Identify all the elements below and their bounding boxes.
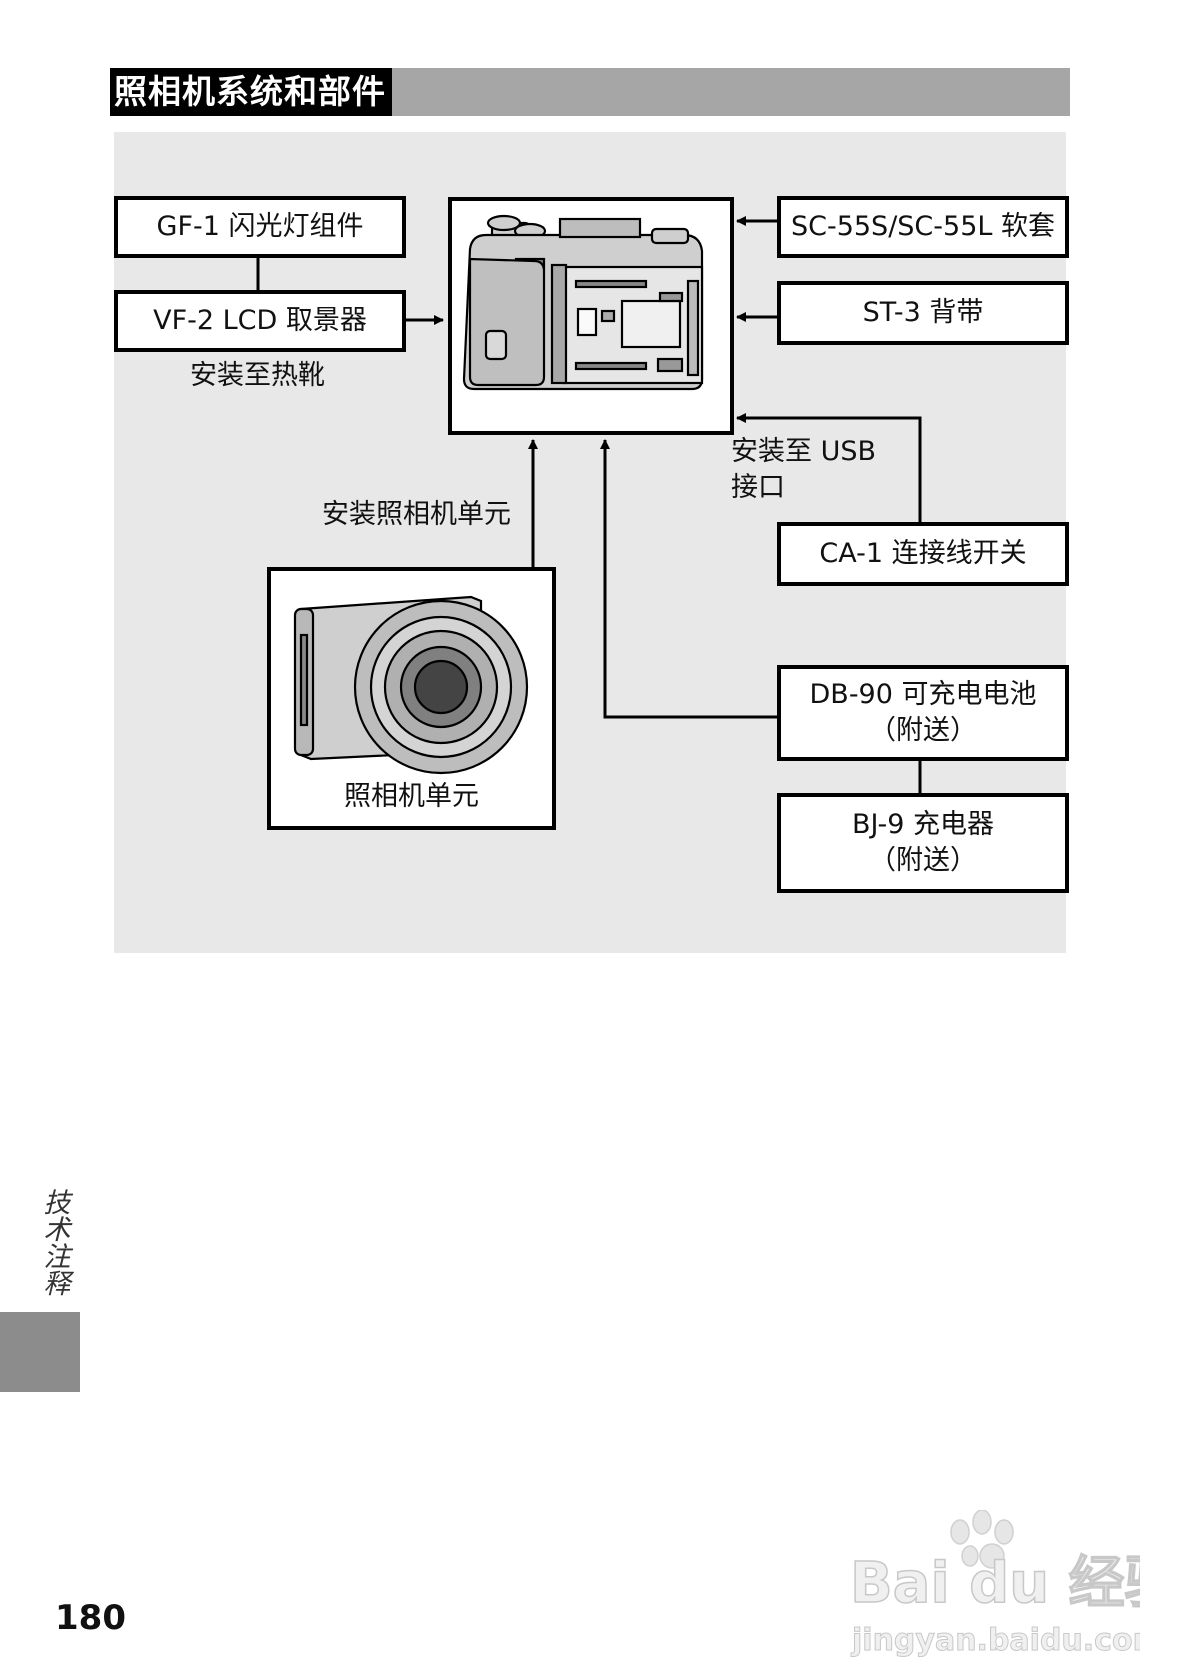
bj9-charger-box: BJ-9 充电器 （附送）	[777, 793, 1069, 893]
vf2-viewfinder-box: VF-2 LCD 取景器	[114, 290, 406, 352]
bj9-included: （附送）	[869, 845, 977, 876]
camera-unit-caption: 照相机单元	[344, 781, 479, 812]
db90-battery-box: DB-90 可充电电池 （附送）	[777, 665, 1069, 761]
camera-unit-icon	[293, 595, 529, 775]
ca1-arrow	[736, 413, 922, 522]
usb-note-line2: 接口	[731, 472, 785, 503]
section-title: 照相机系统和部件	[110, 68, 392, 116]
st3-strap-box: ST-3 背带	[777, 281, 1069, 345]
watermark-logo: Bai du 经验	[850, 1551, 1140, 1616]
mount-unit-note: 安装照相机单元	[322, 499, 511, 530]
db90-label: DB-90 可充电电池	[809, 679, 1037, 710]
battery-arrow	[600, 439, 777, 719]
ca1-cable-switch-box: CA-1 连接线开关	[777, 522, 1069, 586]
baidu-jingyan-watermark: Bai du 经验 jingyan.baidu.com	[849, 1510, 1140, 1659]
side-tab-block	[0, 1312, 80, 1392]
bj9-label: BJ-9 充电器	[851, 809, 995, 840]
watermark-url: jingyan.baidu.com	[851, 1623, 1140, 1658]
db90-included: （附送）	[869, 715, 977, 746]
camera-body-illustration	[448, 197, 734, 435]
hotshoe-note: 安装至热靴	[190, 360, 325, 391]
sc55-case-box: SC-55S/SC-55L 软套	[777, 196, 1069, 258]
side-tab-text: 技术注释	[38, 1188, 70, 1296]
usb-note-line1: 安装至 USB	[731, 436, 877, 467]
usb-note: 安装至 USB 接口	[731, 434, 876, 506]
camera-body-icon	[462, 214, 704, 391]
camera-unit-illustration: 照相机单元	[267, 567, 556, 830]
side-tab-label: 技术注释	[36, 1188, 72, 1303]
page-number: 180	[55, 1598, 126, 1638]
gf1-flash-box: GF-1 闪光灯组件	[114, 196, 406, 258]
section-title-bar: 照相机系统和部件	[110, 68, 1070, 116]
